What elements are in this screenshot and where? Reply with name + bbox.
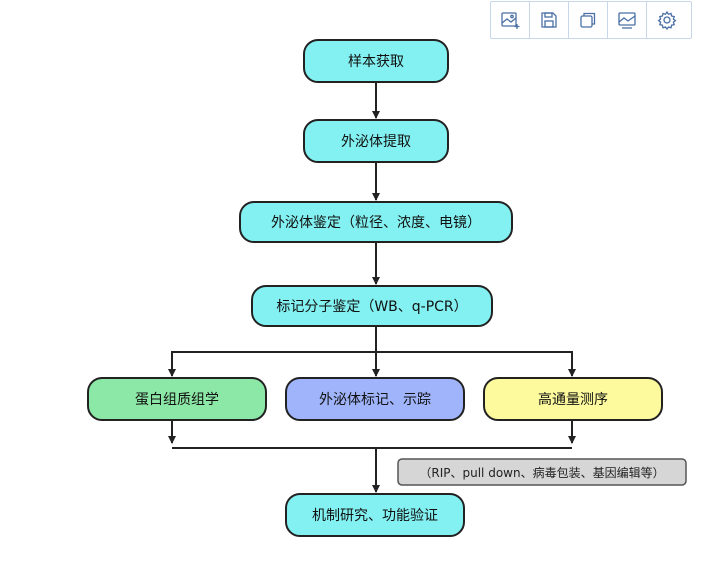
node-mechanism-validation: 机制研究、功能验证	[285, 493, 465, 537]
node-label: 高通量测序	[538, 391, 608, 408]
node-label: 蛋白组质组学	[135, 392, 219, 408]
node-label: 外泌体鉴定（粒径、浓度、电镜）	[271, 215, 481, 231]
node-label: 外泌体提取	[341, 134, 411, 150]
node-label: 标记分子鉴定（WB、q-PCR）	[276, 299, 467, 315]
settings-icon[interactable]	[647, 2, 686, 38]
node-sample-collection: 样本获取	[303, 39, 449, 83]
node-label: 样本获取	[348, 54, 404, 70]
node-marker-identification: 标记分子鉴定（WB、q-PCR）	[251, 285, 493, 327]
node-high-throughput-sequencing: 高通量测序	[483, 377, 663, 421]
node-proteomics: 蛋白组质组学	[87, 377, 267, 421]
node-exosome-extraction: 外泌体提取	[303, 119, 449, 163]
node-exosome-labeling: 外泌体标记、示踪	[285, 377, 465, 421]
node-label: 外泌体标记、示踪	[319, 392, 431, 408]
image-add-icon[interactable]	[491, 2, 530, 38]
picture-icon[interactable]	[608, 2, 647, 38]
node-exosome-identification: 外泌体鉴定（粒径、浓度、电镜）	[239, 201, 513, 243]
note-methods: （RIP、pull down、病毒包装、基因编辑等）	[397, 458, 687, 486]
note-label: （RIP、pull down、病毒包装、基因编辑等）	[419, 465, 664, 480]
toolbar	[490, 1, 692, 39]
copy-icon[interactable]	[569, 2, 608, 38]
save-icon[interactable]	[530, 2, 569, 38]
node-label: 机制研究、功能验证	[312, 508, 438, 524]
arrow-4-5	[168, 351, 376, 377]
arrow-4-7	[376, 351, 576, 377]
connectors	[168, 82, 576, 493]
